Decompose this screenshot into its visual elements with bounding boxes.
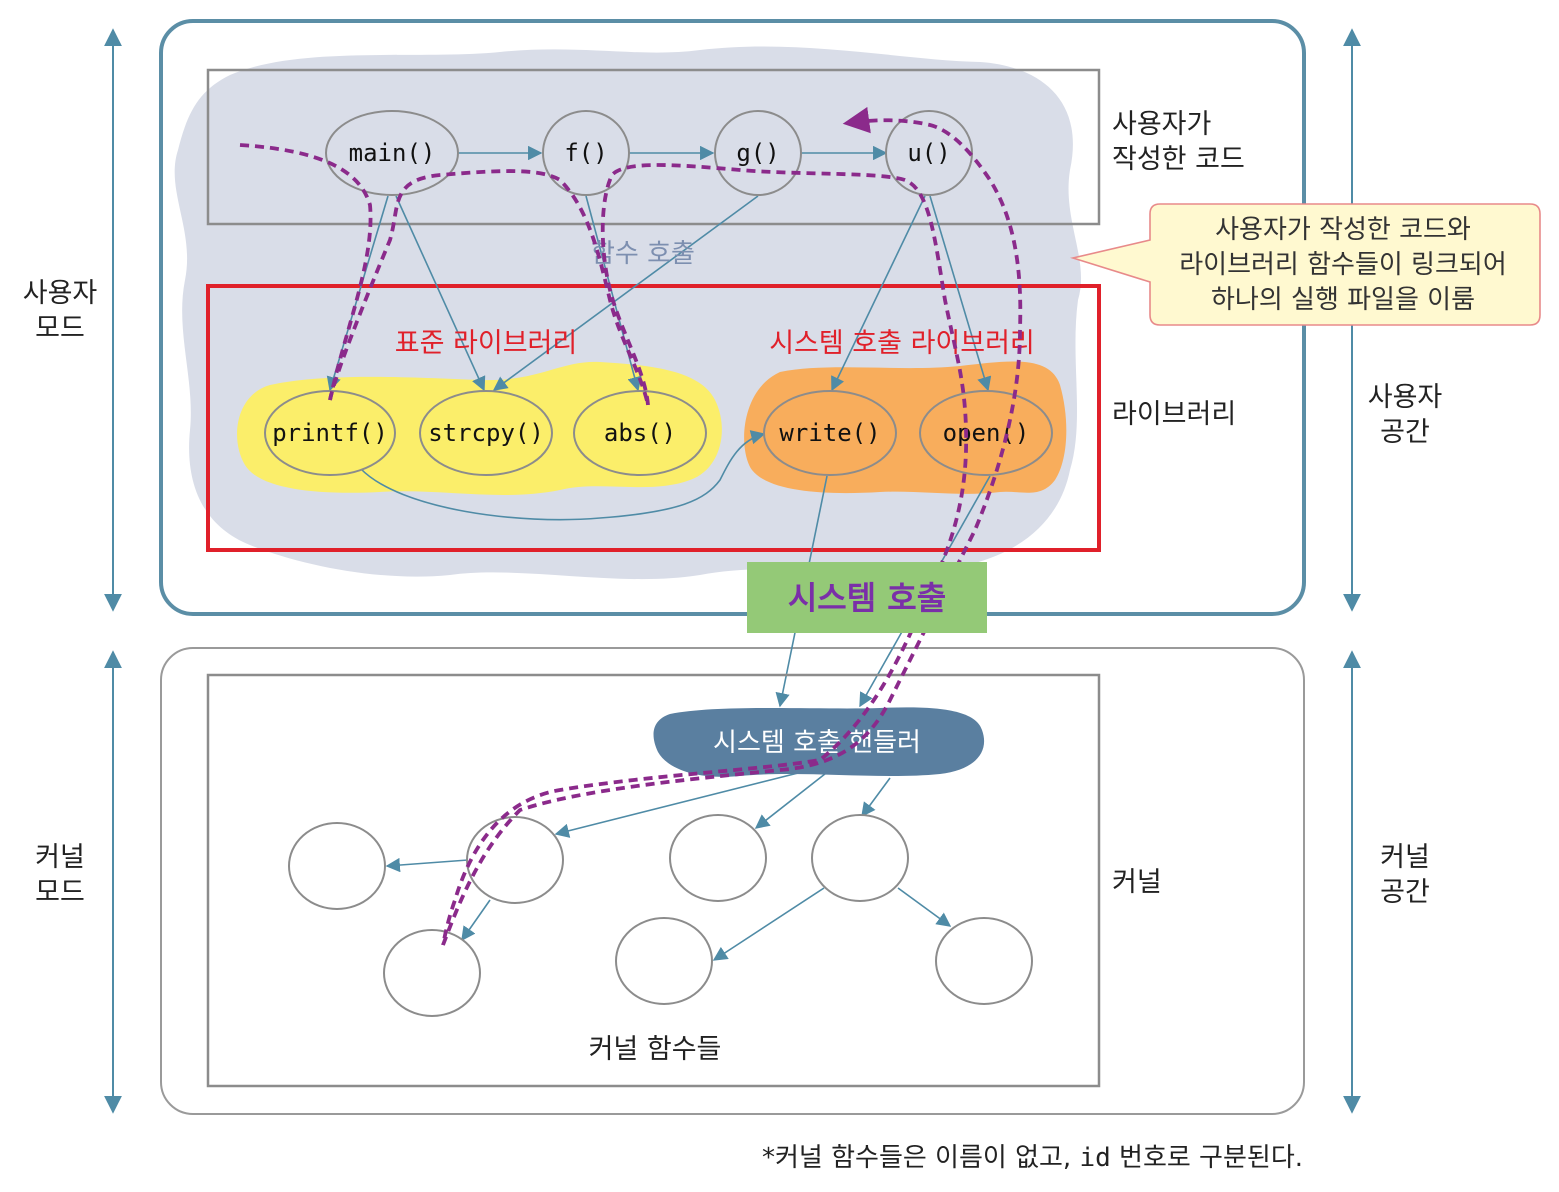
- node-open-label: open(): [943, 419, 1030, 447]
- footnote: *커널 함수들은 이름이 없고, id 번호로 구분된다.: [762, 1143, 1303, 1173]
- node-strcpy: strcpy(): [419, 390, 553, 476]
- kernel-space-label-2: 공간: [1380, 877, 1430, 908]
- node-abs: abs(): [573, 390, 707, 476]
- node-g-label: g(): [736, 139, 779, 167]
- node-write: write(): [763, 390, 897, 476]
- kernel-mode-label-1: 커널: [35, 842, 85, 873]
- node-main: main(): [325, 110, 459, 196]
- footnote-pre: *커널 함수들은 이름이 없고,: [762, 1143, 1079, 1173]
- kernel-function-nodes: [288, 814, 1033, 1017]
- footnote-id: id: [1079, 1143, 1110, 1173]
- node-f: f(): [542, 110, 630, 196]
- node-open: open(): [919, 390, 1053, 476]
- node-u: u(): [885, 110, 973, 196]
- system-call-label: 시스템 호출: [788, 579, 946, 617]
- standard-library-label: 표준 라이브러리: [395, 328, 577, 359]
- callout-line-2: 라이브러리 함수들이 링크되어: [1179, 250, 1507, 280]
- kernel-node: [288, 822, 386, 910]
- syscall-handler-label: 시스템 호출 핸들러: [713, 728, 921, 758]
- node-u-label: u(): [907, 139, 950, 167]
- kernel-mode-region: [160, 647, 1305, 1115]
- kernel-node: [935, 917, 1033, 1005]
- kernel-node: [615, 917, 713, 1005]
- footnote-post: 번호로 구분된다.: [1111, 1143, 1303, 1173]
- kernel-functions-label: 커널 함수들: [589, 1034, 722, 1065]
- node-abs-label: abs(): [604, 419, 676, 447]
- user-code-label-2: 작성한 코드: [1112, 144, 1245, 175]
- kernel-label: 커널: [1112, 867, 1162, 898]
- node-f-label: f(): [564, 139, 607, 167]
- node-printf: printf(): [264, 390, 396, 476]
- system-call-box: [747, 562, 987, 633]
- node-g: g(): [714, 110, 802, 196]
- kernel-node: [383, 929, 481, 1017]
- user-space-label-1: 사용자: [1368, 382, 1443, 413]
- user-mode-label-2: 모드: [35, 313, 85, 344]
- callout-note: 사용자가 작성한 코드와 라이브러리 함수들이 링크되어 하나의 실행 파일을 …: [1069, 203, 1541, 326]
- library-box: [206, 284, 1101, 552]
- kernel-space-label-1: 커널: [1380, 842, 1430, 873]
- node-printf-label: printf(): [272, 419, 388, 447]
- node-write-label: write(): [779, 419, 880, 447]
- kernel-node: [466, 816, 564, 904]
- library-label: 라이브러리: [1112, 399, 1236, 430]
- syscall-handler-blob: [653, 707, 985, 777]
- user-mode-label-1: 사용자: [23, 278, 98, 309]
- kernel-node: [669, 814, 767, 902]
- node-main-label: main(): [349, 139, 436, 167]
- user-space-label-2: 공간: [1380, 417, 1430, 448]
- kernel-node: [811, 814, 909, 902]
- function-call-label: 함수 호출: [591, 239, 695, 269]
- user-code-box: [206, 68, 1101, 226]
- callout-line-3: 하나의 실행 파일을 이룸: [1211, 285, 1475, 315]
- kernel-box: [206, 673, 1101, 1088]
- node-strcpy-label: strcpy(): [428, 419, 544, 447]
- kernel-mode-label-2: 모드: [35, 877, 85, 908]
- callout-line-1: 사용자가 작성한 코드와: [1215, 215, 1471, 245]
- syscall-library-label: 시스템 호출 라이브러리: [769, 328, 1035, 359]
- user-code-label-1: 사용자가: [1112, 109, 1211, 140]
